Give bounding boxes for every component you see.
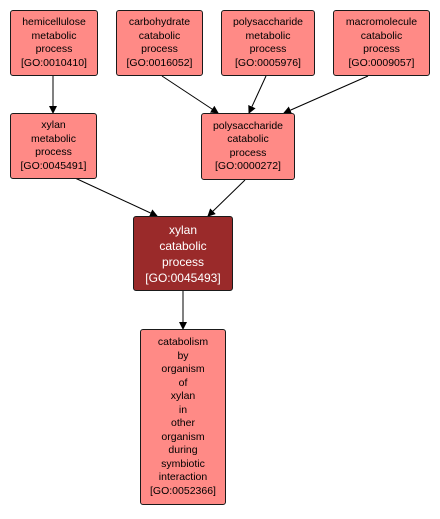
node-label-line: [GO:0052366] bbox=[150, 484, 216, 497]
node-label-line: [GO:0000272] bbox=[215, 160, 281, 172]
edge-polysaccharide-metabolic-to-polysaccharide-catabolic bbox=[248, 75, 267, 114]
node-label-line: symbiotic bbox=[161, 457, 205, 470]
node-label-line: catabolism bbox=[157, 336, 209, 348]
node-label-line: [GO:0009057] bbox=[348, 56, 415, 69]
node-label-line: [GO:0045491] bbox=[20, 159, 87, 172]
node-label-line: metabolic bbox=[31, 29, 77, 42]
edge-polysaccharide-catabolic-to-xylan-catabolic bbox=[207, 179, 246, 217]
node-label-line: process bbox=[35, 43, 73, 55]
node-label-line: catabolic bbox=[360, 29, 403, 42]
node-label-line: macromolecule bbox=[345, 16, 418, 28]
node-label-line: catabolic bbox=[227, 133, 269, 145]
node-label-line: xylan bbox=[168, 222, 197, 237]
node-label-line: metabolic bbox=[31, 132, 76, 145]
node-label-line: catabolic bbox=[159, 238, 207, 253]
node-label-line: process bbox=[35, 146, 72, 158]
node-label-line: by bbox=[177, 349, 189, 362]
node-label-line: process bbox=[141, 43, 178, 55]
node-label-line: other bbox=[171, 417, 195, 429]
node-label-line: interaction bbox=[158, 471, 208, 483]
node-label-line: polysaccharide bbox=[212, 119, 284, 132]
node-label-line: xylan bbox=[170, 390, 196, 402]
node-label-line: hemicellulose bbox=[22, 16, 86, 28]
node-label-line: [GO:0016052] bbox=[126, 56, 193, 69]
edge-carbohydrate-to-polysaccharide-catabolic bbox=[161, 75, 219, 114]
node-label-line: catabolic bbox=[138, 29, 181, 42]
node-label-line: organism bbox=[161, 430, 205, 443]
node-label-line: carbohydrate bbox=[128, 16, 191, 28]
edge-macromolecule-to-polysaccharide-catabolic bbox=[283, 75, 369, 114]
node-label-line: organism bbox=[161, 363, 205, 375]
node-label-line: [GO:0005976] bbox=[235, 56, 301, 69]
edge-xylan-metabolic-to-xylan-catabolic bbox=[74, 177, 158, 217]
node-label-line: polysaccharide bbox=[232, 16, 304, 28]
node-label-line: during bbox=[168, 444, 198, 456]
node-label-line: xylan bbox=[41, 119, 66, 131]
node-label-line: process bbox=[363, 43, 400, 55]
node-label-line: process bbox=[229, 146, 267, 159]
node-label-line: metabolic bbox=[245, 29, 291, 42]
node-label-line: [GO:0045493] bbox=[145, 270, 221, 285]
node-label-line: process bbox=[249, 43, 287, 55]
node-label-line: in bbox=[178, 403, 188, 416]
node-label-line: of bbox=[178, 376, 188, 389]
node-label-line: process bbox=[161, 254, 205, 269]
node-label-line: [GO:0010410] bbox=[21, 56, 87, 69]
